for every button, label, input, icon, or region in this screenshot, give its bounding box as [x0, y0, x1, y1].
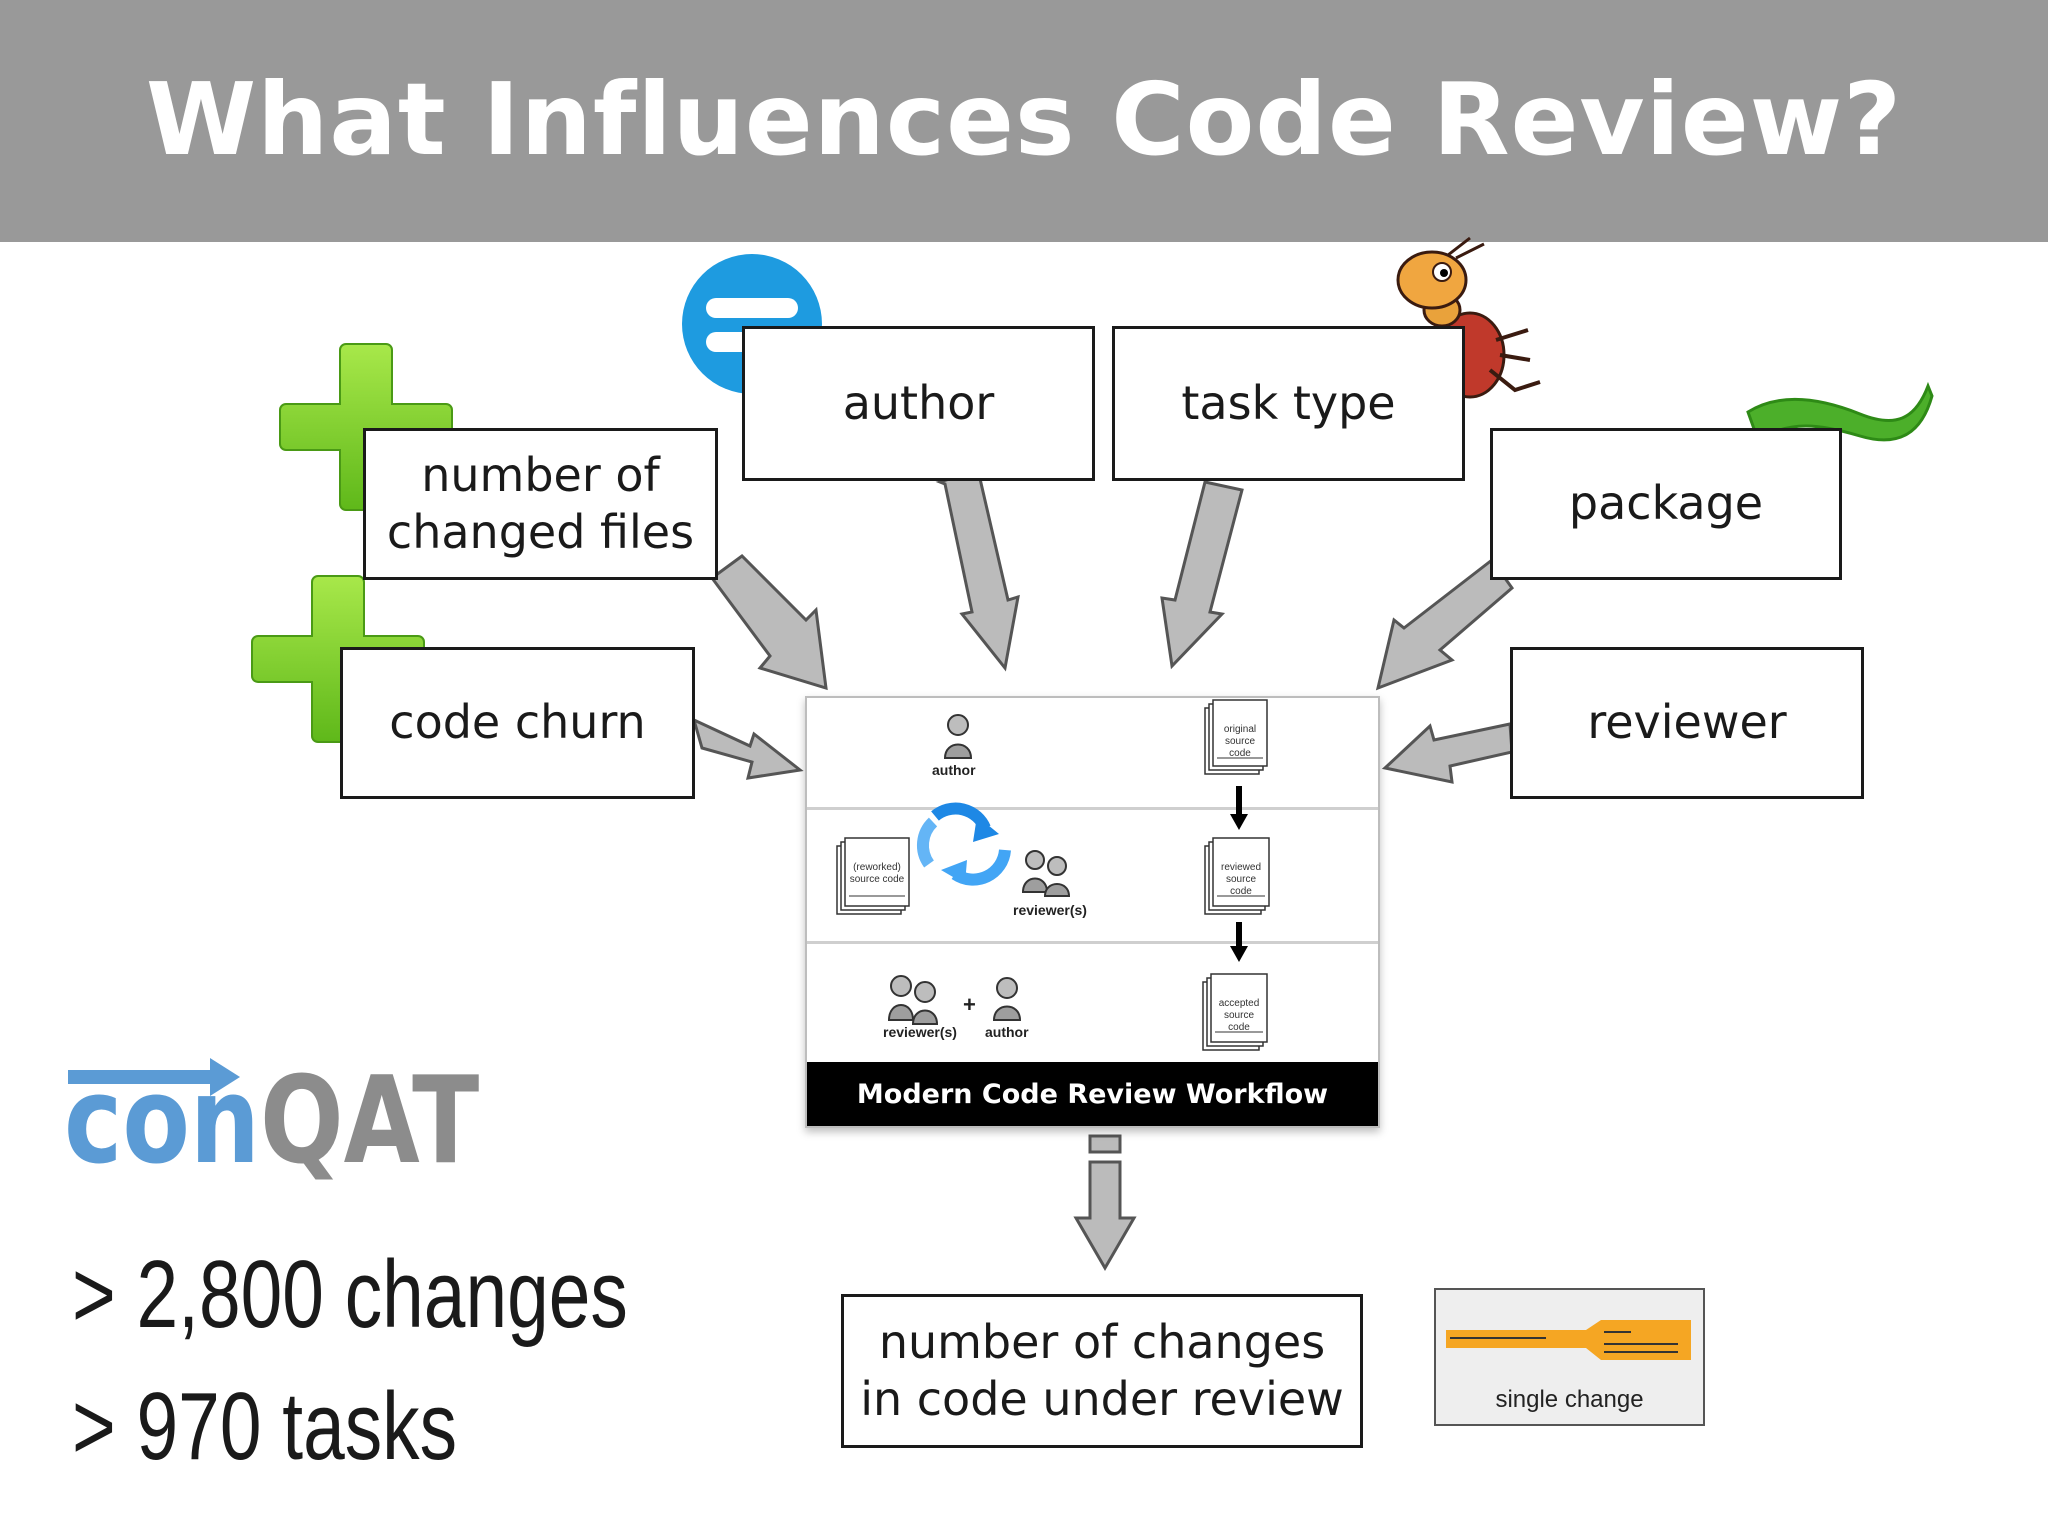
document-icon [1204, 699, 1268, 775]
factor-task-type-label: task type [1181, 375, 1396, 430]
arrow-package [1375, 557, 1515, 691]
arrow-task-type [1160, 480, 1244, 670]
arrow-outcome [1073, 1134, 1137, 1271]
stats-changes: > 2,800 changes [72, 1241, 628, 1348]
reworked-doc-label: (reworked) source code [849, 862, 905, 885]
arrow-code-churn [691, 717, 804, 780]
single-change-legend: single change [1434, 1288, 1705, 1426]
accepted-doc-label: accepted source code [1218, 998, 1260, 1033]
workflow-row-2 [807, 810, 1378, 944]
factor-reviewer: reviewer [1510, 647, 1864, 799]
factor-author: author [742, 326, 1095, 481]
document-icon [1202, 973, 1268, 1051]
factor-author-label: author [842, 375, 995, 430]
flow-arrow [1230, 922, 1248, 962]
reviewed-doc-label: reviewed source code [1220, 862, 1262, 897]
single-change-label: single change [1495, 1386, 1644, 1413]
workflow-author-label: author [932, 762, 976, 778]
document-icon [836, 837, 910, 915]
reviewers-icon [887, 975, 939, 1025]
factor-code-churn: code churn [340, 647, 695, 799]
logo-con: con [64, 1052, 260, 1191]
single-change-graphic [1446, 1320, 1691, 1360]
author-icon [992, 977, 1022, 1021]
original-doc-label: original source code [1223, 724, 1257, 759]
tilde-icon [1746, 381, 1934, 443]
workflow-reviewers-label-2: reviewer(s) [883, 1024, 957, 1040]
workflow-author-label-2: author [985, 1024, 1029, 1040]
workflow-caption: Modern Code Review Workflow [807, 1062, 1378, 1126]
factor-package: package [1490, 428, 1842, 580]
workflow-graphics [836, 699, 1270, 1051]
outcome-label: number of changes in code under review [860, 1314, 1344, 1427]
factor-changed-files: number of changed files [363, 428, 718, 580]
workflow-panel: author original source code (reworked) s… [805, 696, 1380, 1128]
author-icon [943, 714, 973, 759]
factor-code-churn-label: code churn [389, 695, 646, 750]
factor-task-type: task type [1112, 326, 1465, 481]
factor-changed-files-label: number of changed files [386, 447, 695, 560]
sync-icon [916, 802, 1011, 886]
conqat-logo: conQAT [64, 1062, 479, 1182]
arrow-changed-files [709, 554, 828, 691]
slide-title: What Influences Code Review? [145, 61, 1903, 178]
reviewers-icon [1021, 850, 1071, 897]
title-bar: What Influences Code Review? [0, 0, 2048, 242]
workflow-plus-sign: + [963, 992, 976, 1017]
flow-arrow [1230, 786, 1248, 830]
logo-qat: QAT [259, 1052, 480, 1191]
outcome-box: number of changes in code under review [841, 1294, 1363, 1448]
stats-tasks: > 970 tasks [72, 1373, 458, 1480]
workflow-row-1 [807, 698, 1378, 810]
document-icon [1204, 837, 1270, 915]
workflow-reviewers-label: reviewer(s) [1013, 902, 1087, 918]
factor-package-label: package [1568, 476, 1764, 531]
arrow-author [935, 468, 1020, 672]
factor-reviewer-label: reviewer [1587, 695, 1787, 750]
arrow-reviewer [1381, 722, 1514, 784]
